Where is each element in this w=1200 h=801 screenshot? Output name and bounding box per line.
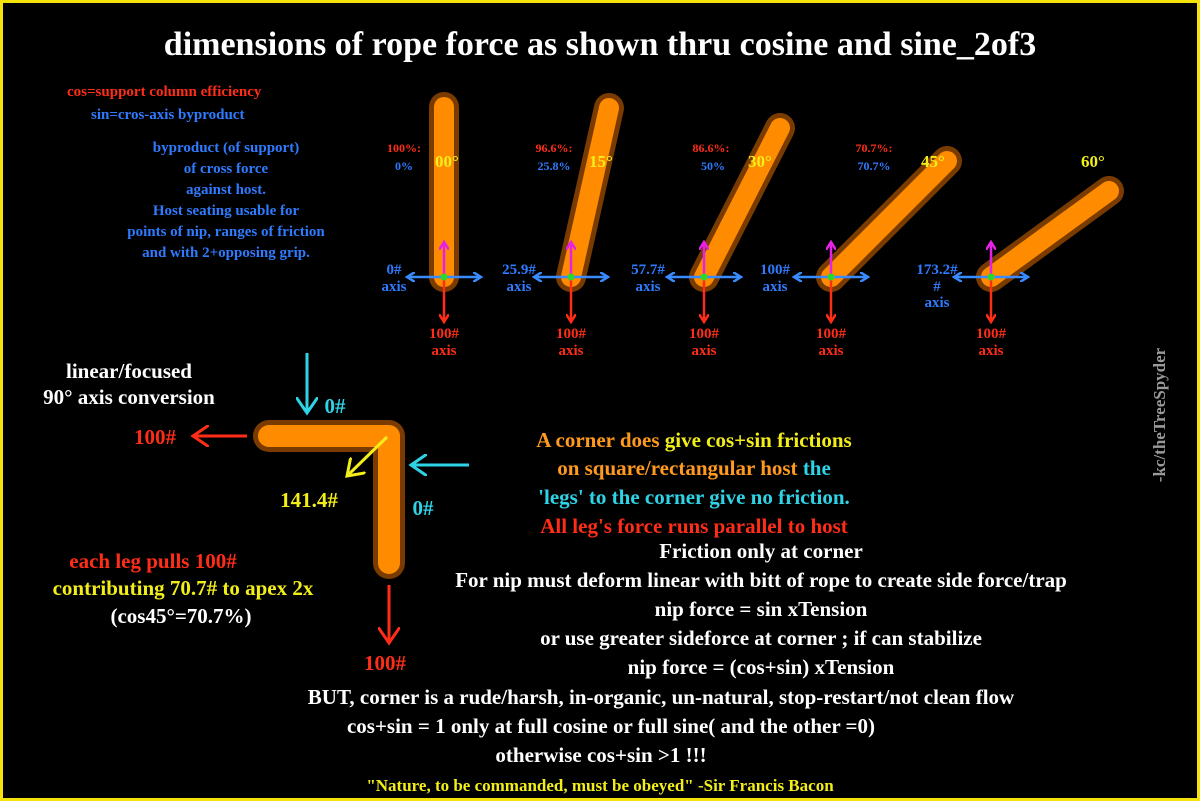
angle-diagram-60: 60° 173.2# # axis 100# axis xyxy=(916,152,1124,359)
angle-diagram-0: 100%: 0% 00° 0# axis 100# axis xyxy=(381,92,480,359)
byproduct-note: byproduct (of support) of cross force ag… xyxy=(127,140,325,261)
side-force-label: 25.9# xyxy=(502,262,536,278)
down-force-label: 100# xyxy=(556,326,587,342)
angle-diagram-30: 86.6%: 50% 30° 57.7# axis 100# axis xyxy=(631,113,795,359)
main-text-line: nip force = (cos+sin) xTension xyxy=(628,655,895,679)
side-axis-label: axis xyxy=(762,279,787,295)
corner-heading-line1: linear/focused xyxy=(66,359,192,383)
angle-diagram-45: 70.7%: 70.7% 45° 100# axis 100# axis xyxy=(760,141,962,359)
cos-percent: 96.6%: xyxy=(536,141,573,155)
side-axis-label: axis xyxy=(506,279,531,295)
leg-note: each leg pulls 100# contributing 70.7# t… xyxy=(53,549,314,628)
side-hash-label: # xyxy=(933,279,941,295)
main-text-line: nip force = sin xTension xyxy=(655,597,868,621)
down-axis-label: axis xyxy=(431,343,456,359)
cos-percent: 70.7%: xyxy=(856,141,893,155)
side-axis-label: axis xyxy=(924,295,949,311)
corner-text-line1: A corner does give cos+sin frictions xyxy=(536,428,851,452)
main-text-line: cos+sin = 1 only at full cosine or full … xyxy=(347,714,875,738)
corner-text-line3: 'legs' to the corner give no friction. xyxy=(538,485,850,509)
rope xyxy=(694,118,790,287)
bacon-quote: "Nature, to be commanded, must be obeyed… xyxy=(366,776,834,795)
side-force-label: 57.7# xyxy=(631,262,665,278)
node-dot xyxy=(567,273,575,281)
side-force-label: 0# xyxy=(387,262,403,278)
angle-label: 15° xyxy=(589,152,613,171)
down-force-label: 100# xyxy=(816,326,847,342)
page-title: dimensions of rope force as shown thru c… xyxy=(164,26,1036,63)
rope xyxy=(981,181,1119,287)
leg-note-line1: each leg pulls 100# xyxy=(69,549,237,573)
leg-note-line3: (cos45°=70.7%) xyxy=(110,604,251,628)
cos-percent: 100%: xyxy=(387,141,421,155)
angle-diagram-15: 96.6%: 25.8% 15° 25.9# axis 100# axis xyxy=(502,93,624,359)
side-force-label: 173.2# xyxy=(916,262,958,278)
rope xyxy=(561,98,619,287)
sin-percent: 25.8% xyxy=(538,159,571,173)
sin-percent: 70.7% xyxy=(858,159,891,173)
angle-label: 30° xyxy=(748,152,772,171)
sin-percent: 0% xyxy=(395,159,413,173)
side-axis-label: axis xyxy=(381,279,406,295)
node-dot xyxy=(827,273,835,281)
angle-label: 00° xyxy=(435,152,459,171)
main-text-line: or use greater sideforce at corner ; if … xyxy=(540,626,982,650)
byproduct-line: of cross force xyxy=(184,161,269,177)
byproduct-line: points of nip, ranges of friction xyxy=(127,224,325,240)
node-dot xyxy=(440,273,448,281)
sin-percent: 50% xyxy=(701,159,725,173)
corner-text-part: on square/rectangular host xyxy=(557,456,803,480)
main-text-line: BUT, corner is a rude/harsh, in-organic,… xyxy=(308,685,1015,709)
down-force-label: 100# xyxy=(429,326,460,342)
main-text-line: Friction only at corner xyxy=(659,539,863,563)
byproduct-line: Host seating usable for xyxy=(153,203,300,219)
down-axis-label: axis xyxy=(691,343,716,359)
down-force-label: 100# xyxy=(689,326,720,342)
byproduct-line: and with 2+opposing grip. xyxy=(142,245,310,261)
apex-force-arrow xyxy=(347,435,389,476)
legend-cos: cos=support column efficiency xyxy=(67,84,262,100)
down-axis-label: axis xyxy=(978,343,1003,359)
corner-text-part: A corner does xyxy=(536,428,665,452)
byproduct-line: against host. xyxy=(186,182,266,198)
corner-text-line2: on square/rectangular host the xyxy=(557,456,831,480)
node-dot xyxy=(700,273,708,281)
corner-text-line4: All leg's force runs parallel to host xyxy=(540,514,848,538)
leg-note-line2: contributing 70.7# to apex 2x xyxy=(53,576,314,600)
corner-explanation: A corner does give cos+sin frictions on … xyxy=(536,428,851,538)
angle-label: 45° xyxy=(921,152,945,171)
diagram-canvas: dimensions of rope force as shown thru c… xyxy=(43,26,1169,795)
corner-heading-line2: 90° axis conversion xyxy=(43,385,215,409)
corner-diagram: linear/focused 90° axis conversion 100# … xyxy=(43,353,469,675)
down-axis-label: axis xyxy=(818,343,843,359)
top-force-label: 0# xyxy=(325,394,347,418)
main-text-line: otherwise cos+sin >1 !!! xyxy=(495,743,706,767)
left-force-label: 100# xyxy=(134,425,177,449)
main-explanation: Friction only at corner For nip must def… xyxy=(308,539,1067,767)
author-credit: -kc/theTreeSpyder xyxy=(1150,347,1169,482)
corner-rope xyxy=(258,425,400,574)
node-dot xyxy=(987,273,995,281)
right-force-label: 0# xyxy=(413,496,435,520)
legend-sin: sin=cros-axis byproduct xyxy=(91,107,244,123)
bottom-force-label: 100# xyxy=(364,651,407,675)
down-axis-label: axis xyxy=(558,343,583,359)
main-text-line: For nip must deform linear with bitt of … xyxy=(455,568,1067,592)
corner-text-part: the xyxy=(803,456,831,480)
side-axis-label: axis xyxy=(635,279,660,295)
apex-force-label: 141.4# xyxy=(280,488,338,512)
angle-label: 60° xyxy=(1081,152,1105,171)
rope xyxy=(821,151,957,287)
byproduct-line: byproduct (of support) xyxy=(153,140,299,156)
down-force-label: 100# xyxy=(976,326,1007,342)
corner-text-part: give cos+sin frictions xyxy=(665,428,852,452)
cos-percent: 86.6%: xyxy=(693,141,730,155)
side-force-label: 100# xyxy=(760,262,791,278)
